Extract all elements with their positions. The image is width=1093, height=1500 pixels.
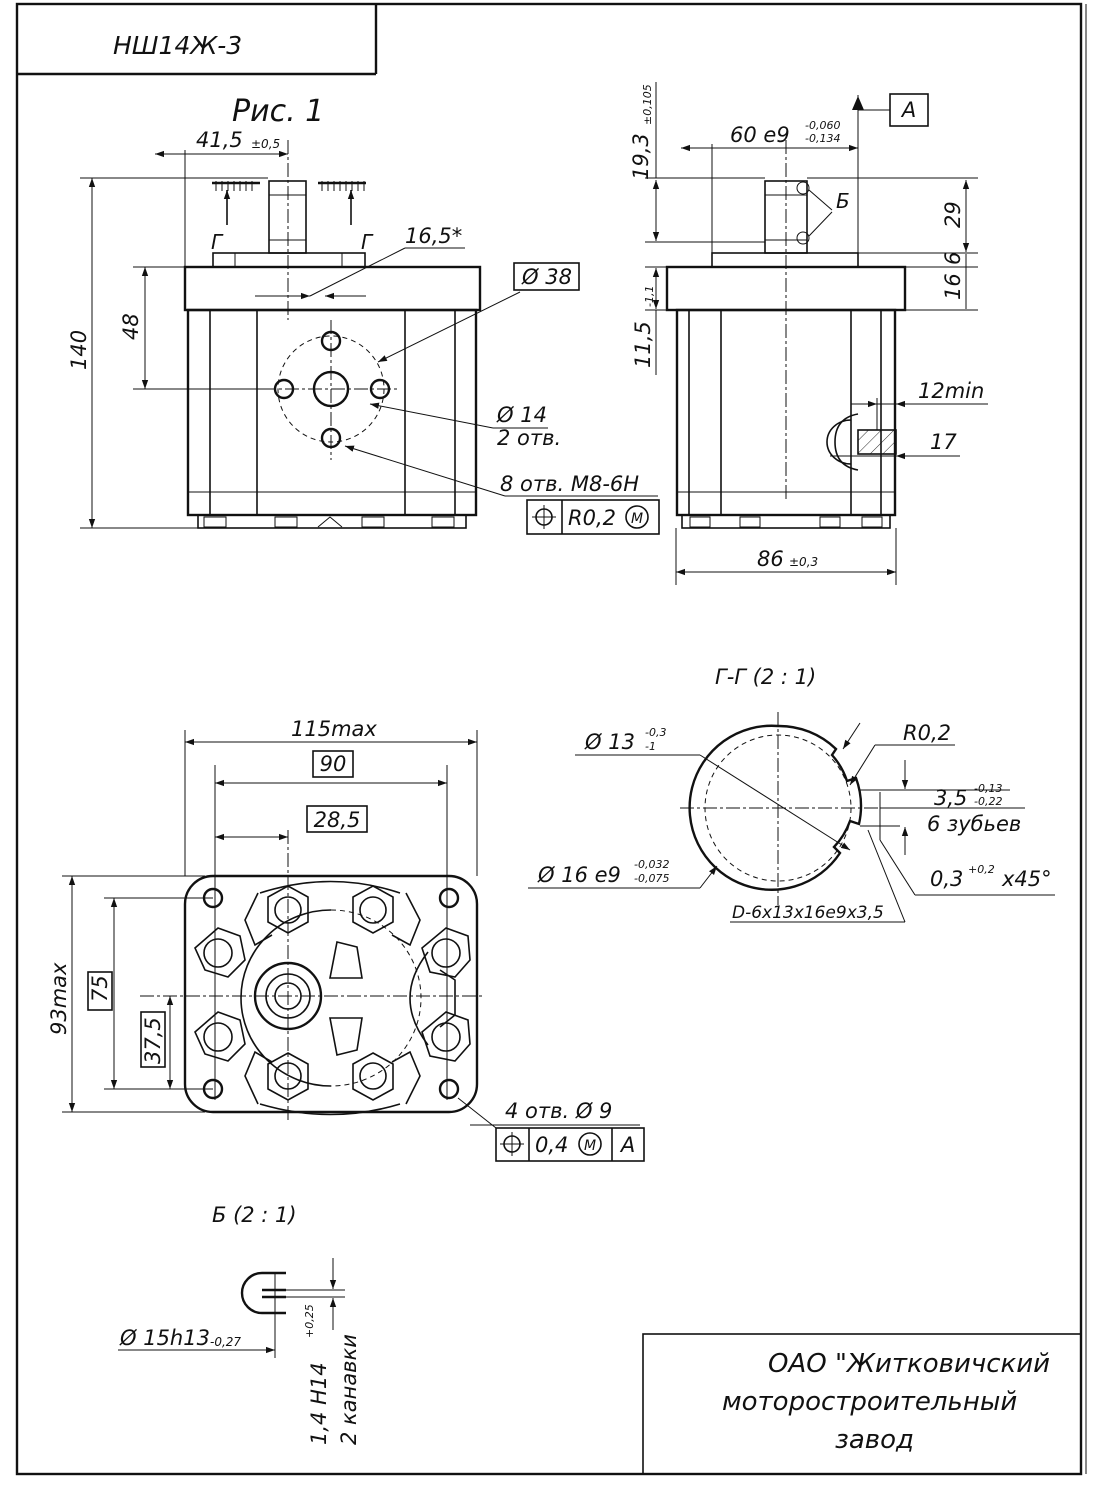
stamp-line-3: завод	[835, 1425, 914, 1455]
dia-15-tolerance: -0,27	[210, 1335, 241, 1349]
dim-16-5: 16,5*	[405, 224, 462, 248]
front-view	[80, 140, 660, 535]
dia-16-tol-upper: -0,032	[634, 858, 669, 871]
dim-37-5: 37,5	[141, 1017, 165, 1064]
dim-28-5: 28,5	[314, 808, 361, 832]
dim-19-3: 19,3	[629, 133, 653, 180]
figure-label: Рис. 1	[232, 94, 324, 129]
dim-3-5-tol-upper: -0,13	[974, 782, 1002, 795]
dim-86-tolerance: ±0,3	[789, 555, 818, 569]
dia-13-tol-upper: -0,3	[645, 726, 666, 739]
section-mark-right: Г	[361, 230, 374, 254]
bottom-view	[62, 730, 645, 1162]
stamp-line-1: ОАО "Житковичский	[768, 1349, 1050, 1379]
dim-41-5-tolerance: ±0,5	[251, 137, 280, 151]
bottom-tolerance-value: 0,4	[535, 1133, 568, 1157]
dia-15-h13: Ø 15h13	[119, 1326, 210, 1350]
dim-86: 86	[757, 547, 784, 571]
dia-16-tol-lower: -0,075	[634, 872, 669, 885]
chamfer-angle: x45°	[1001, 867, 1052, 891]
dia-13: Ø 13	[584, 730, 635, 754]
position-tolerance-modifier: M	[631, 511, 643, 527]
grooves-count: 2 канавки	[337, 1334, 361, 1445]
drawing-designation: НШ14Ж-3	[113, 31, 242, 60]
dim-6: 6	[941, 252, 965, 265]
detail-b-title: Б (2 : 1)	[212, 1203, 297, 1227]
groove-width: 1,4 H14	[307, 1362, 331, 1445]
holes-2: 2 отв.	[497, 426, 561, 450]
detail-b-marker: Б	[836, 189, 850, 213]
section-gg-spline	[528, 712, 1055, 923]
datum-a: A	[900, 98, 916, 122]
section-gg-title: Г-Г (2 : 1)	[715, 665, 816, 689]
dim-60-e9: 60 e9	[730, 123, 790, 147]
dia-16-e9: Ø 16 e9	[537, 863, 621, 887]
bottom-tolerance-datum: A	[619, 1133, 635, 1157]
dim-93max: 93max	[47, 962, 71, 1035]
dim-60-tol-upper: -0,060	[805, 119, 840, 132]
dia-38: Ø 38	[521, 265, 572, 289]
dim-19-3-tolerance: ±0,105	[641, 84, 654, 125]
detail-b-groove	[118, 1258, 345, 1358]
dim-17: 17	[930, 430, 957, 454]
position-tolerance-value: R0,2	[568, 506, 616, 530]
dim-140: 140	[67, 330, 91, 370]
holes-4-dia-9: 4 отв. Ø 9	[505, 1099, 612, 1123]
dim-90: 90	[320, 752, 347, 776]
dim-48: 48	[119, 313, 143, 340]
dim-11-5: 11,5	[631, 321, 655, 368]
section-mark-left: Г	[211, 230, 224, 254]
r-0-2: R0,2	[903, 721, 951, 745]
dim-11-5-tolerance: -1,1	[643, 286, 656, 307]
dim-29: 29	[941, 201, 965, 228]
dim-75: 75	[88, 975, 112, 1002]
dim-16: 16	[941, 273, 965, 300]
teeth-count: 6 зубьев	[927, 812, 1021, 836]
dim-41-5: 41,5	[196, 128, 243, 152]
dia-14: Ø 14	[496, 403, 547, 427]
dim-3-5: 3,5	[934, 786, 967, 810]
groove-tolerance: +0,25	[303, 1304, 316, 1338]
dia-13-tol-lower: -1	[645, 740, 656, 753]
drawing-frame	[15, 2, 1087, 1476]
spline-designation: D-6x13x16e9x3,5	[732, 903, 884, 923]
chamfer-value: 0,3	[930, 867, 963, 891]
dim-12min: 12min	[918, 379, 984, 403]
manufacturer-stamp	[642, 1333, 1082, 1475]
holes-8-m8: 8 отв. M8-6H	[500, 472, 639, 496]
bottom-tolerance-modifier: M	[584, 1138, 596, 1154]
stamp-line-2: моторостроительный	[722, 1387, 1017, 1417]
dim-60-tol-lower: -0,134	[805, 132, 840, 145]
chamfer-tolerance: +0,2	[968, 863, 995, 876]
side-view	[645, 82, 988, 585]
dim-3-5-tol-lower: -0,22	[974, 795, 1002, 808]
dim-115max: 115max	[291, 717, 377, 741]
